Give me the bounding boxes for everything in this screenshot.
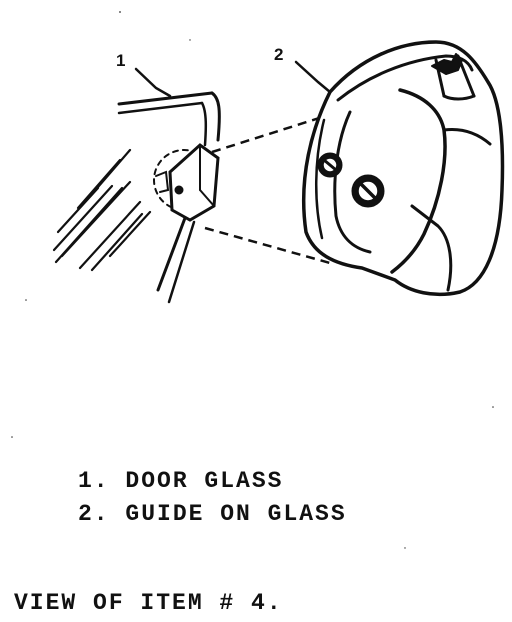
screw-right xyxy=(351,174,385,208)
leader-lines xyxy=(134,60,332,98)
legend-label: GUIDE ON GLASS xyxy=(125,501,347,527)
parts-legend: 1. DOOR GLASS 2. GUIDE ON GLASS xyxy=(78,465,347,531)
legend-item: 1. DOOR GLASS xyxy=(78,465,347,498)
legend-index: 2. xyxy=(78,501,110,527)
legend-label: DOOR GLASS xyxy=(125,468,284,494)
guide-large-view xyxy=(302,40,505,297)
screw-left xyxy=(317,152,343,178)
legend-item: 2. GUIDE ON GLASS xyxy=(78,498,347,531)
door-glass xyxy=(52,91,221,304)
view-caption: VIEW OF ITEM # 4. xyxy=(14,590,283,616)
legend-index: 1. xyxy=(78,468,110,494)
callout-number-2: 2 xyxy=(274,45,284,64)
callout-number-1: 1 xyxy=(116,51,126,70)
guide-small-view xyxy=(153,143,220,222)
